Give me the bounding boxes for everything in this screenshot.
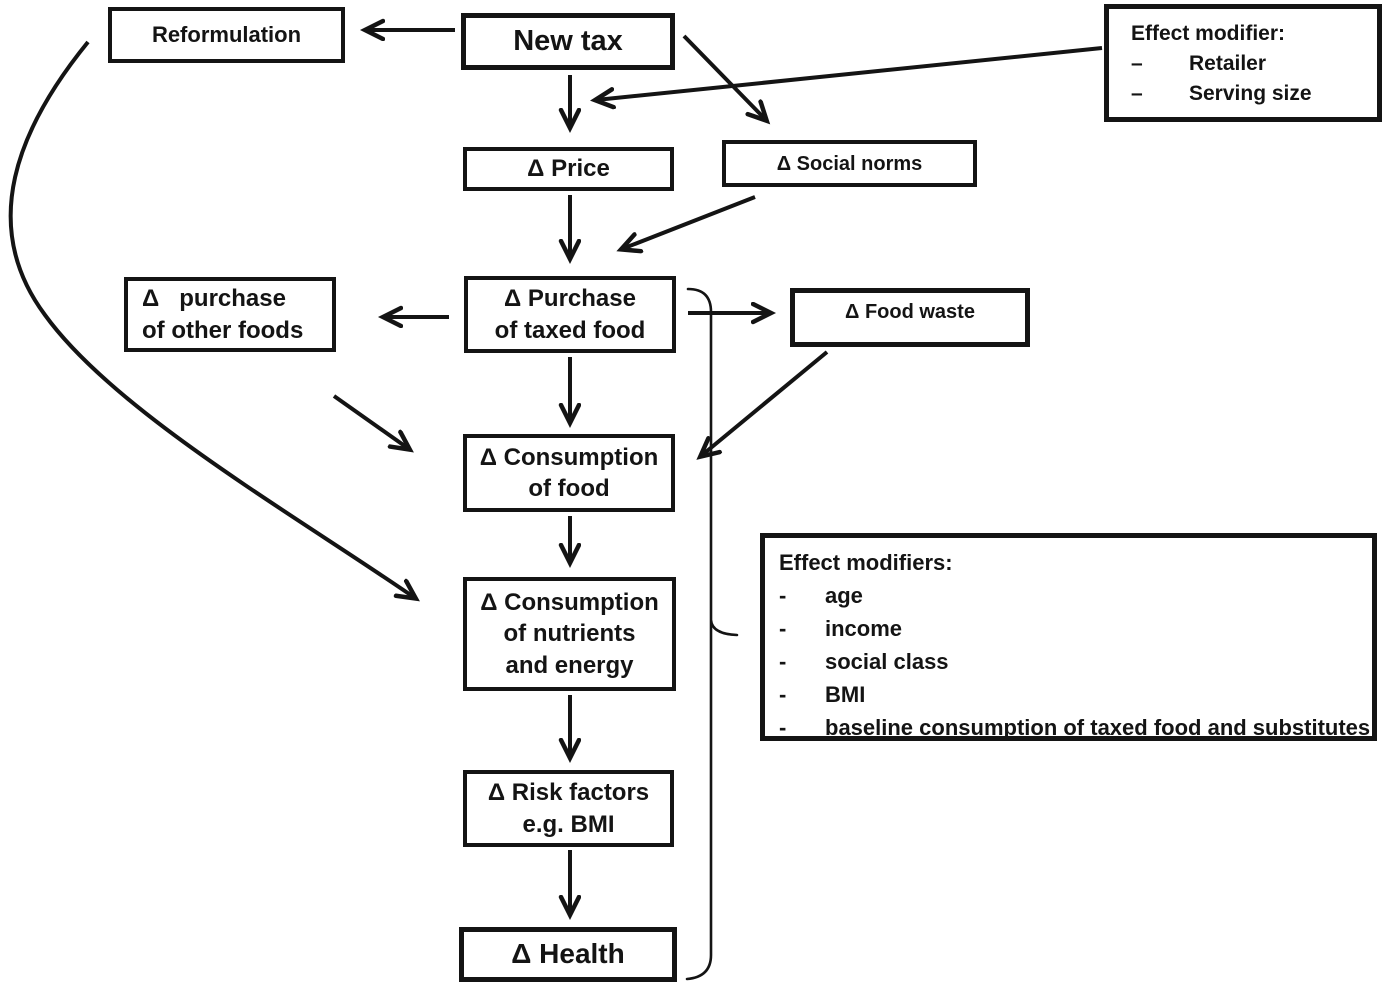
node-delta-consumption-nutrients-line2: of nutrients <box>503 620 636 648</box>
bullet-dash: - <box>779 682 787 707</box>
node-delta-social-norms-label: Δ Social norms <box>776 152 923 175</box>
arrow-effect-modifier-to-new-tax-price-link <box>596 46 1103 100</box>
effect-modifier-top-item: – Serving size <box>1131 79 1369 109</box>
bullet-dash: - <box>779 649 787 674</box>
effect-modifiers-bottom-item-label: baseline consumption of taxed food and s… <box>825 715 1371 740</box>
effect-modifiers-bottom-title: Effect modifiers: <box>779 550 953 575</box>
node-delta-purchase-other-foods: Δ purchase of other foods <box>124 277 336 352</box>
bullet-dash: - <box>779 616 787 641</box>
node-delta-purchase-other-foods-line1: Δ purchase <box>142 285 286 313</box>
node-delta-consumption-of-food-line1: Δ Consumption <box>479 443 659 471</box>
effect-modifiers-bottom-item-label: BMI <box>825 682 866 707</box>
effect-modifiers-bottom-item-label: age <box>825 583 863 608</box>
effect-modifiers-bottom-item-label: social class <box>825 649 949 674</box>
node-delta-purchase-taxed-food-line2: of taxed food <box>494 316 646 344</box>
bullet-dash: - <box>779 715 787 740</box>
node-delta-consumption-of-food: Δ Consumption of food <box>463 434 675 512</box>
effect-modifier-top-title: Effect modifier: <box>1131 22 1286 45</box>
node-delta-risk-factors-line1: Δ Risk factors <box>487 779 650 807</box>
node-reformulation-label: Reformulation <box>151 21 302 47</box>
effect-modifiers-bottom-item: - BMI <box>779 678 1364 711</box>
bullet-dash: – <box>1131 52 1143 75</box>
node-delta-health-label: Δ Health <box>511 938 625 970</box>
node-delta-purchase-taxed-food-line1: Δ Purchase <box>504 285 636 313</box>
arrow-new-tax-to-social-norms <box>682 34 766 120</box>
bullet-dash: – <box>1131 82 1143 105</box>
node-delta-health: Δ Health <box>459 927 677 982</box>
effect-modifiers-bottom-item: - age <box>779 579 1364 612</box>
node-new-tax-label: New tax <box>513 24 623 57</box>
arrow-purchase-other-to-consumption-food <box>332 394 409 449</box>
arrow-food-waste-to-consumption-food <box>701 350 829 456</box>
effect-modifiers-bottom-item-label: income <box>825 616 903 641</box>
effect-modifiers-bottom-item: - income <box>779 612 1364 645</box>
effect-modifier-top-item: – Retailer <box>1131 49 1369 79</box>
node-delta-consumption-nutrients-line3: and energy <box>505 651 634 679</box>
node-delta-risk-factors-line2: e.g. BMI <box>522 810 615 838</box>
arrow-social-norms-to-purchase-taxed <box>622 195 756 249</box>
box-effect-modifier-top: Effect modifier: – Retailer – Serving si… <box>1104 4 1382 122</box>
effect-modifier-top-item-label: Retailer <box>1189 52 1267 75</box>
box-effect-modifiers-bottom: Effect modifiers: - age - income - socia… <box>760 533 1377 741</box>
effect-modifier-top-item-label: Serving size <box>1189 82 1312 105</box>
node-delta-consumption-nutrients-energy: Δ Consumption of nutrients and energy <box>463 577 676 691</box>
node-reformulation: Reformulation <box>108 7 345 63</box>
node-delta-food-waste: Δ Food waste <box>790 288 1030 347</box>
node-delta-price-label: Δ Price <box>527 155 610 183</box>
effect-modifiers-bottom-item: - baseline consumption of taxed food and… <box>779 711 1370 744</box>
node-delta-consumption-nutrients-line1: Δ Consumption <box>480 589 659 617</box>
node-new-tax: New tax <box>461 13 675 70</box>
effect-modifiers-bottom-item: - social class <box>779 645 1364 678</box>
node-delta-consumption-of-food-line2: of food <box>528 475 610 502</box>
node-delta-price: Δ Price <box>463 147 674 191</box>
node-delta-purchase-taxed-food: Δ Purchase of taxed food <box>464 276 676 353</box>
node-delta-risk-factors: Δ Risk factors e.g. BMI <box>463 770 674 847</box>
node-delta-purchase-other-foods-line2: of other foods <box>142 316 304 344</box>
arrow-reformulation-to-consumption-nutrients <box>8 40 415 598</box>
node-delta-food-waste-label: Δ Food waste <box>845 300 975 323</box>
node-delta-social-norms: Δ Social norms <box>722 140 977 187</box>
bullet-dash: - <box>779 583 787 608</box>
bracket-purchase-to-health <box>685 287 739 981</box>
